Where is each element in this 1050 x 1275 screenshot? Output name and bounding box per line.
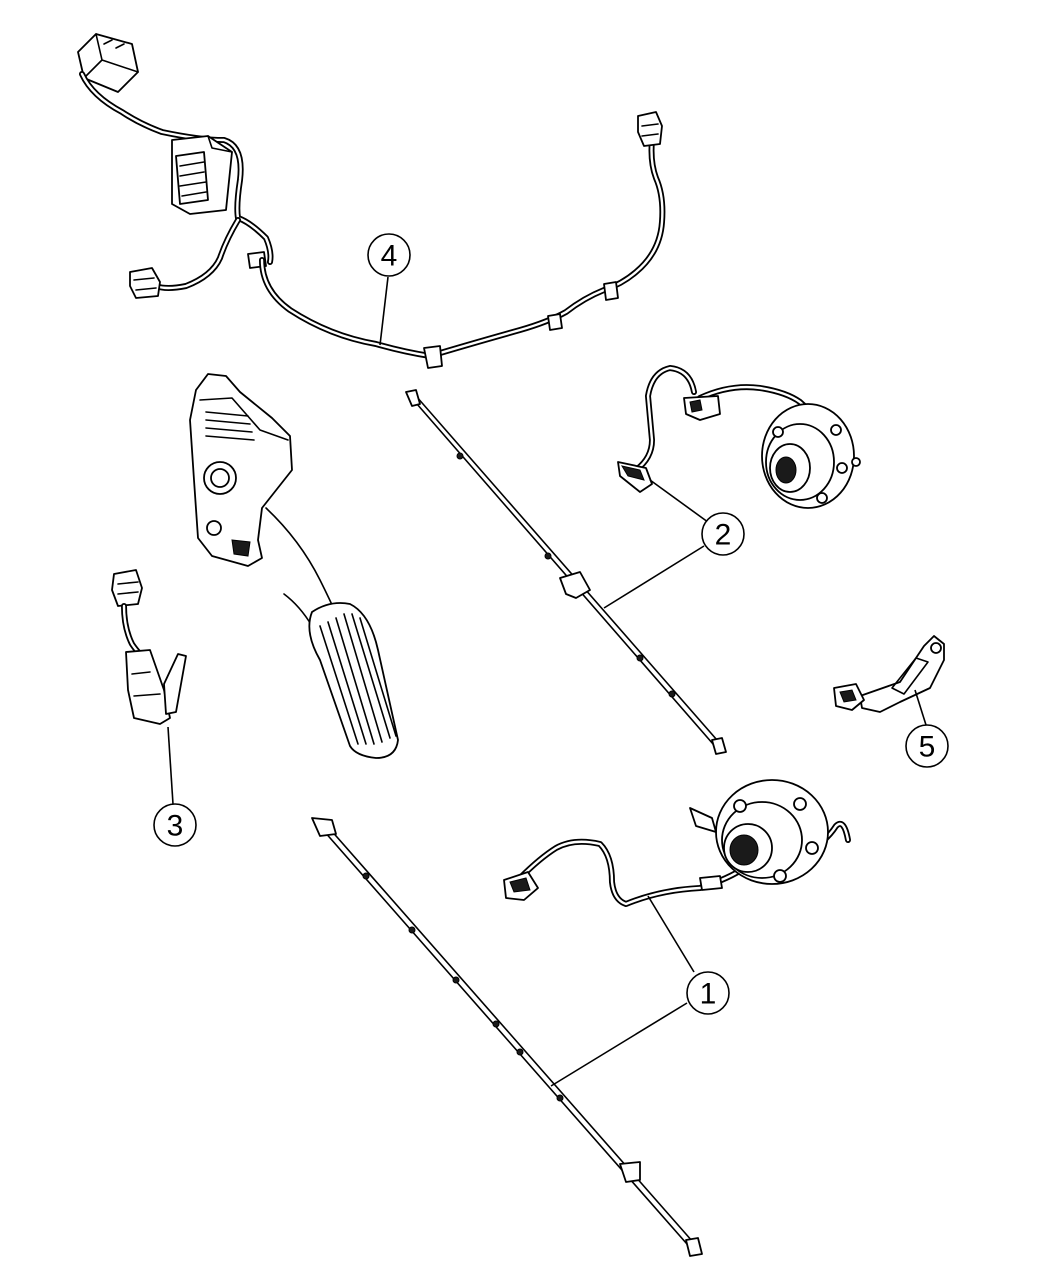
callout-1-label: 1 bbox=[700, 978, 717, 1011]
wheel-speed-sensor-rear[interactable] bbox=[617, 365, 861, 509]
callout-3: 3 bbox=[153, 803, 197, 847]
callout-5-label: 5 bbox=[919, 731, 936, 764]
sensor-bracket bbox=[683, 395, 721, 421]
leader-line-1a bbox=[647, 895, 695, 973]
pedal-position-sensor[interactable] bbox=[111, 569, 187, 725]
callout-1: 1 bbox=[686, 971, 730, 1015]
callout-2: 2 bbox=[701, 512, 745, 556]
sensor-cable-upper bbox=[405, 389, 727, 755]
harness-module bbox=[171, 135, 233, 215]
wiring-harness[interactable] bbox=[77, 33, 666, 369]
harness-clips bbox=[423, 281, 619, 369]
pedal-pattern bbox=[205, 411, 255, 441]
callout-4: 4 bbox=[367, 233, 411, 277]
leader-lines bbox=[167, 276, 927, 1087]
sensor-cable-lower bbox=[311, 817, 703, 1257]
sensor-bracket-part[interactable] bbox=[833, 635, 945, 713]
callout-5: 5 bbox=[905, 724, 949, 768]
leader-line-2a bbox=[649, 479, 713, 526]
harness-connector-top-right bbox=[637, 111, 663, 147]
front-sensor-tip bbox=[503, 871, 539, 901]
callout-2-label: 2 bbox=[715, 519, 732, 552]
hub-bearing-front bbox=[689, 779, 829, 885]
hub-bearing-rear bbox=[761, 403, 861, 509]
callout-4-label: 4 bbox=[381, 240, 398, 273]
leader-line-2b bbox=[603, 545, 705, 609]
leader-line-1b bbox=[550, 1002, 688, 1087]
sensor-tip bbox=[617, 461, 653, 493]
callout-3-label: 3 bbox=[167, 810, 184, 843]
harness-connector-small bbox=[129, 267, 161, 299]
leader-line-4 bbox=[379, 276, 389, 346]
wheel-speed-sensor-front[interactable] bbox=[503, 779, 851, 907]
leader-line-3 bbox=[167, 726, 174, 805]
leader-line-5 bbox=[914, 689, 927, 726]
accelerator-pedal-assembly[interactable] bbox=[189, 373, 399, 759]
pedal-pad-ribs bbox=[319, 613, 397, 745]
